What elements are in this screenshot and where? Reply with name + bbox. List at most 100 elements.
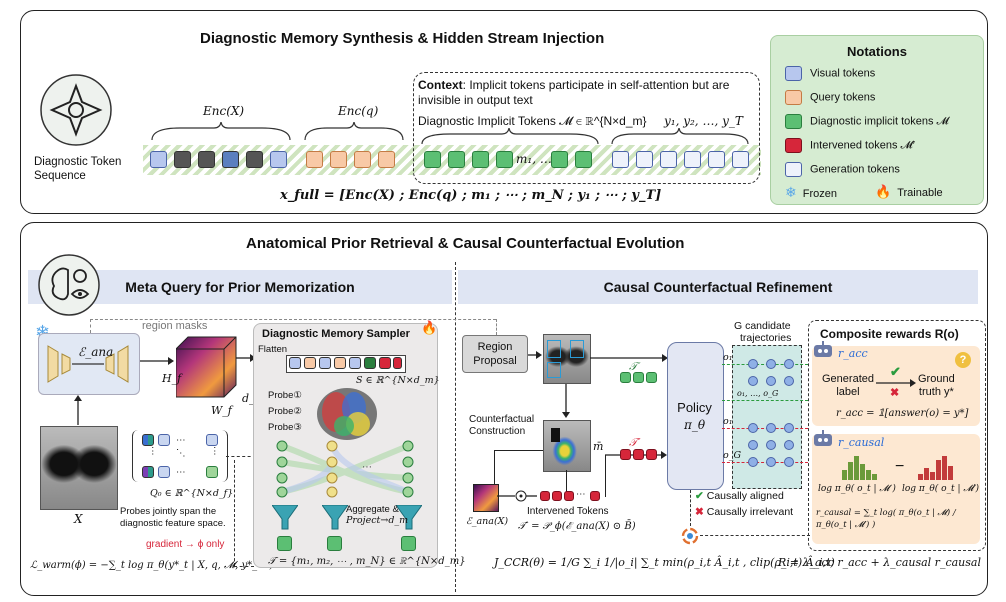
e-ana-x-label: ℰ_ana(X) — [466, 516, 509, 527]
cf-line-left — [494, 450, 543, 451]
memory-token — [327, 536, 342, 551]
traj-dot — [766, 457, 776, 467]
region-xray — [543, 334, 591, 384]
y-brace — [611, 128, 749, 145]
intervened-dots: ⋯ — [576, 489, 586, 500]
context-desc: : Implicit tokens participate in self-at… — [418, 78, 730, 107]
q0-vdots: ⋮ — [148, 446, 158, 457]
flat-cell — [319, 357, 331, 369]
r-total-formula: R = λ_acc r_acc + λ_causal r_causal — [778, 556, 981, 569]
traj-dot — [766, 359, 776, 369]
sampler-title: Diagnostic Memory Sampler — [262, 328, 410, 340]
query-token — [354, 151, 371, 168]
ground-truth-label: Ground truth y* — [918, 373, 955, 399]
implicit-token — [424, 151, 441, 168]
m-label: m₁, … — [516, 152, 552, 166]
r-causal-box — [812, 434, 980, 544]
intervened-token — [540, 491, 550, 501]
encoder-icon — [47, 345, 129, 383]
feedback-up — [690, 490, 691, 526]
image-token — [198, 151, 215, 168]
flatten-row — [286, 355, 406, 373]
y-label: y₁, y₂, …, y_T — [664, 114, 743, 128]
check-icon: ✔ — [695, 490, 704, 502]
odot-icon — [497, 490, 537, 502]
dit-brace — [421, 128, 599, 145]
policy-box — [667, 342, 724, 490]
aggregate-label-2: Project→d_m — [346, 515, 409, 526]
mbar-line — [566, 470, 567, 494]
intervened-label: Intervened Tokens — [527, 506, 609, 517]
green-histogram — [842, 456, 877, 480]
traj-dot — [784, 440, 794, 450]
q0-ddots: ⋱ — [176, 448, 186, 459]
generation-token — [636, 151, 653, 168]
enc-x-label: Enc(X) — [203, 104, 245, 118]
robot-icon — [814, 430, 832, 446]
g-candidates-label-2: trajectories — [740, 332, 792, 344]
flat-cell — [304, 357, 316, 369]
generation-token — [660, 151, 677, 168]
cross-icon: ✖ — [890, 387, 900, 399]
context-box — [413, 72, 760, 184]
composite-title: Composite rewards R(o) — [820, 327, 959, 341]
traj-dot — [748, 440, 758, 450]
traj-dot — [748, 376, 758, 386]
region-proposal-box: Region Proposal — [462, 335, 528, 373]
t-prime-symbol: 𝒯′ — [629, 436, 640, 449]
context-bold: Context — [418, 78, 463, 92]
policy-label: Policy — [677, 400, 712, 415]
enc-q-label: Enc(q) — [338, 104, 379, 118]
implicit-token — [575, 151, 592, 168]
log-mp: log π_θ( o_t | 𝓜′) — [902, 484, 980, 494]
notation-frozen: ❄Frozen — [785, 184, 837, 200]
notation-trainable: 🔥Trainable — [875, 184, 943, 199]
xray-image — [40, 426, 118, 510]
hf-label: H_f — [162, 372, 182, 385]
funnel-icon — [322, 505, 348, 530]
q0-label: Q₀ ∈ ℝ^{N×d_f} — [150, 488, 234, 499]
probe-graph: ⋯ — [276, 440, 414, 498]
feature-map-small — [473, 484, 499, 512]
counterfactual-label-1: Counterfactual — [469, 414, 535, 425]
region-box — [547, 340, 561, 358]
notation-implicit: Diagnostic implicit tokens 𝓜 — [785, 114, 949, 129]
q0-cell — [206, 466, 218, 478]
region-proposal-label-1: Region — [477, 341, 513, 353]
q0-cell — [158, 434, 170, 446]
traj-dot — [784, 457, 794, 467]
x-label: X — [74, 512, 83, 526]
jccr-formula: J_CCR(θ) = 1/G ∑_i 1/|o_i| ∑_t min(ρ_i,t… — [494, 556, 835, 569]
flat-cell — [334, 357, 346, 369]
r-acc-eq: r_acc = 𝟙[answer(o) = y*] — [836, 408, 969, 419]
region-proposal-label-2: Proposal — [473, 355, 517, 367]
attention-map — [317, 388, 377, 440]
t-prime-eq: 𝒯′ = 𝒫_ϕ(ℰ_ana(X) ⊙ B̄) — [518, 521, 636, 532]
implicit-token — [496, 151, 513, 168]
probes-note: Probes jointly span the diagnostic featu… — [120, 506, 226, 530]
pi-theta-label: π_θ — [683, 418, 706, 432]
notations-title: Notations — [847, 44, 907, 59]
right-header: Causal Counterfactual Refinement — [458, 270, 978, 304]
m-bar-label: m̄ — [593, 440, 604, 453]
token-sequence-label: Diagnostic Token Sequence — [34, 156, 122, 182]
counterfactual-label: Counterfactual Construction — [469, 414, 534, 438]
counterfactual-label-2: Construction — [469, 426, 526, 437]
region-box — [570, 340, 584, 358]
notation-generation: Generation tokens — [785, 162, 900, 177]
traj-line-green-1 — [722, 364, 808, 365]
r-causal-eq: r_causal = ∑_t log( π_θ(o_t | 𝓜) / π_θ(o… — [816, 507, 956, 529]
tprime-line-up — [605, 455, 606, 497]
top-title: Diagnostic Memory Synthesis & Hidden Str… — [200, 30, 605, 47]
arrow-xray-to-policy — [590, 354, 668, 362]
region-box — [547, 362, 561, 378]
image-token — [222, 151, 239, 168]
generated-label-2: label — [836, 386, 860, 398]
r-acc-label: r_acc — [838, 347, 868, 360]
r-acc-box — [812, 346, 980, 426]
query-token — [378, 151, 395, 168]
probe-1: Probe① — [268, 390, 302, 401]
g-candidates-label: G candidate trajectories — [734, 320, 791, 344]
context-text: Context: Implicit tokens participate in … — [418, 78, 758, 108]
notation-intervened: Intervened tokens 𝓜′ — [785, 138, 915, 153]
